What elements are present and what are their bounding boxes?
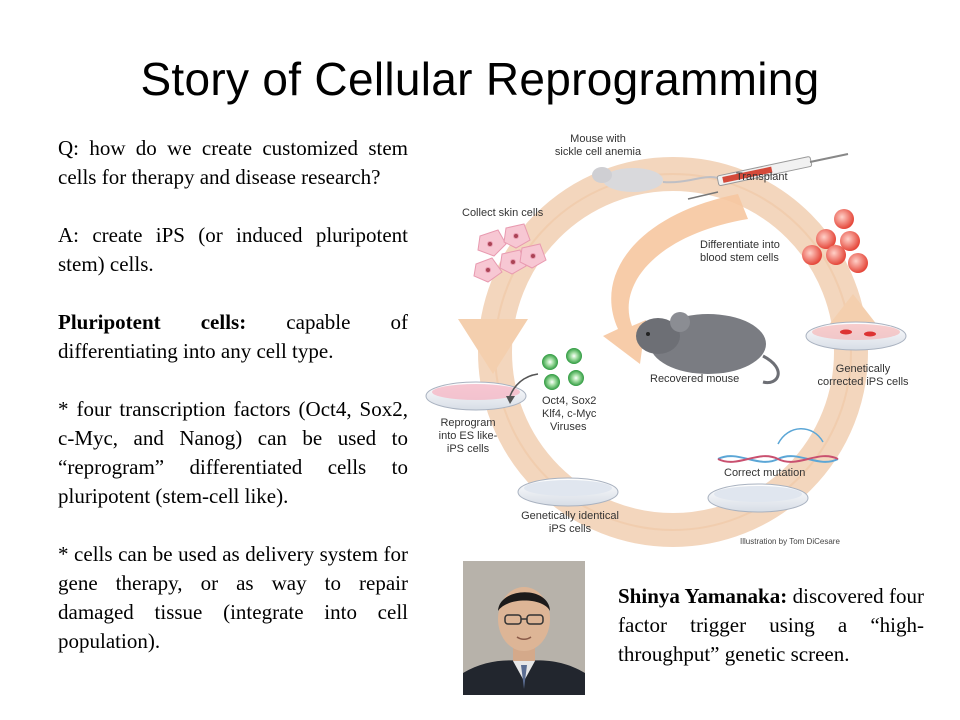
caption-name: Shinya Yamanaka: (618, 584, 788, 608)
pluripotent-paragraph: Pluripotent cells: capable of differenti… (58, 308, 408, 366)
label-differentiate-1: Differentiate into (700, 239, 780, 251)
label-factors-1: Oct4, Sox2 (542, 395, 596, 407)
label-reprogram-1: Reprogram (440, 417, 495, 429)
label-recovered-mouse: Recovered mouse (650, 373, 739, 385)
inner-curved-arrow (603, 194, 748, 364)
label-reprogram-3: iPS cells (447, 443, 490, 455)
label-transplant: Transplant (736, 171, 788, 183)
label-genetically-corrected-2: corrected iPS cells (817, 376, 909, 388)
dish-corrected (805, 321, 907, 351)
left-text-column: Q: how do we create customized stem cell… (58, 134, 408, 685)
dish-reprogram (425, 381, 527, 411)
label-reprogram-2: into ES like- (439, 430, 498, 442)
slide-title: Story of Cellular Reprogramming (140, 53, 820, 105)
dish-correct-mutation (707, 483, 809, 513)
label-factors-2: Klf4, c-Myc (542, 408, 597, 420)
recovered-mouse-icon (636, 312, 780, 385)
virus-arrow (509, 373, 539, 397)
label-identical-1: Genetically identical (521, 510, 619, 522)
label-mouse-sickle-2: sickle cell anemia (555, 146, 642, 158)
label-differentiate-2: blood stem cells (700, 252, 779, 264)
label-correct-mutation: Correct mutation (724, 467, 805, 479)
left-arrow-head (458, 319, 528, 374)
blood-stem-cells-icon (802, 209, 868, 273)
sickle-mouse-icon (592, 167, 719, 192)
caption-description: discovered four factor trigger using a “… (618, 584, 924, 666)
photo-caption: Shinya Yamanaka: discovered four factor … (618, 582, 924, 669)
pluripotent-term: Pluripotent cells: (58, 310, 247, 334)
answer-paragraph: A: create iPS (or induced pluripotent st… (58, 223, 408, 276)
factors-paragraph: * four transcription factors (Oct4, Sox2… (58, 397, 408, 508)
illustration-credit: Illustration by Tom DiCesare (740, 537, 840, 546)
label-factors-3: Viruses (550, 421, 587, 433)
skin-cells-icon (473, 223, 547, 283)
label-identical-2: iPS cells (549, 523, 592, 535)
dna-icon (717, 428, 839, 463)
reprogramming-diagram: Mouse with sickle cell anemia Transplant… (425, 133, 909, 547)
label-mouse-sickle-1: Mouse with (570, 133, 626, 145)
yamanaka-photo (463, 561, 585, 695)
syringe-icon (687, 153, 849, 200)
virus-icons (542, 348, 584, 390)
delivery-paragraph: * cells can be used as delivery system f… (58, 542, 408, 653)
pluripotent-definition: capable of differentiating into any cell… (58, 310, 408, 363)
label-collect-skin: Collect skin cells (462, 207, 544, 219)
dish-identical (517, 477, 619, 507)
label-genetically-corrected-1: Genetically (836, 363, 891, 375)
question-paragraph: Q: how do we create customized stem cell… (58, 136, 408, 189)
